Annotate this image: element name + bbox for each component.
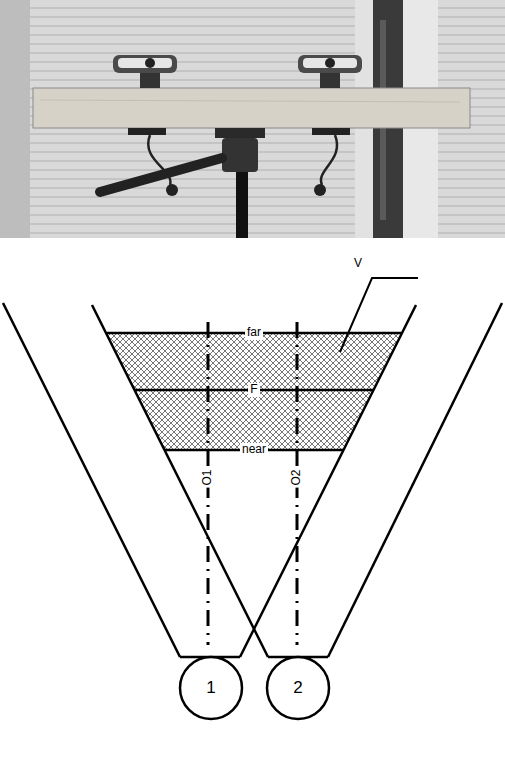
plane-label: F <box>248 383 259 396</box>
camera-circle: 2 <box>265 655 331 721</box>
camera-number: 1 <box>206 678 215 698</box>
plane-label: near <box>240 443 268 456</box>
circle-shape <box>180 657 242 719</box>
optical-axis-label: O2 <box>290 468 303 488</box>
camera-circle: 1 <box>178 655 244 721</box>
region-label: V <box>352 257 364 270</box>
field-of-view-diagram <box>3 278 502 657</box>
circle-shape <box>267 657 329 719</box>
camera-number: 2 <box>293 678 302 698</box>
camera-photo <box>0 0 505 238</box>
leader-line <box>340 278 418 352</box>
optical-axis-label: O1 <box>201 468 214 488</box>
plane-label: far <box>245 326 263 339</box>
overlap-region <box>107 333 401 450</box>
